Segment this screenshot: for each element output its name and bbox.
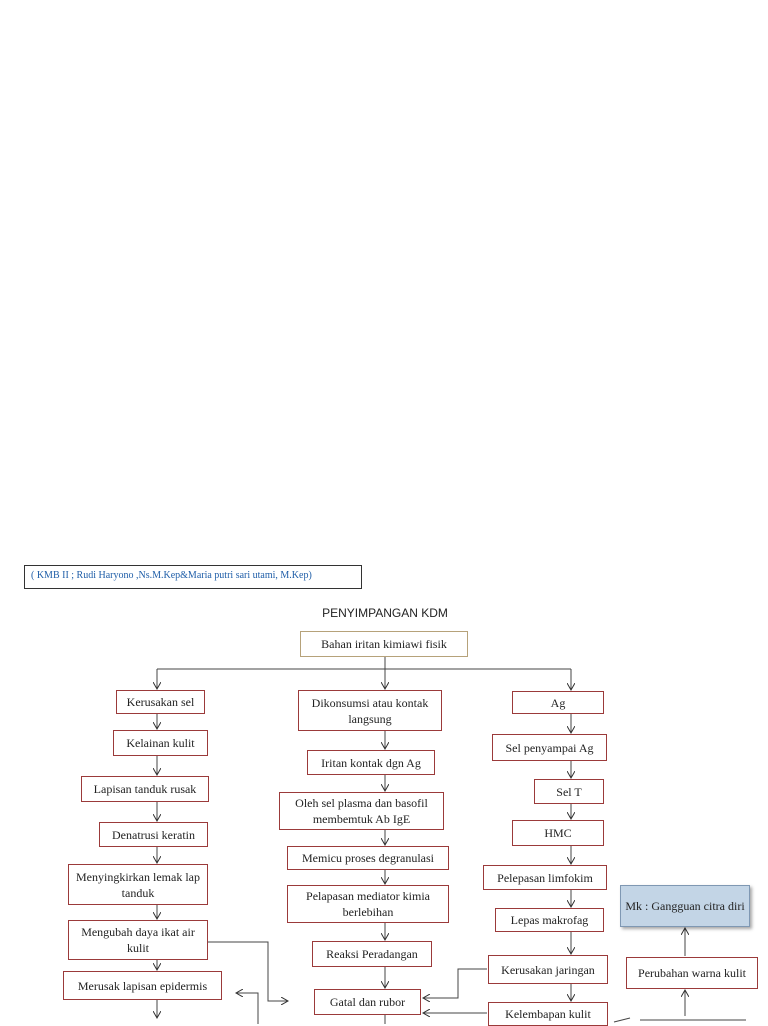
node-reaksi-peradangan: Reaksi Peradangan bbox=[312, 941, 432, 967]
node-menyingkirkan-lemak: Menyingkirkan lemak lap tanduk bbox=[68, 864, 208, 905]
arrow-jaringan-to-gatal bbox=[423, 968, 487, 998]
node-kelembapan-kulit: Kelembapan kulit bbox=[488, 1002, 608, 1026]
node-kelainan-kulit: Kelainan kulit bbox=[113, 730, 208, 756]
node-ag: Ag bbox=[512, 691, 604, 714]
node-lepas-makrofag: Lepas makrofag bbox=[495, 908, 604, 932]
node-oleh-sel-plasma: Oleh sel plasma dan basofil membemtuk Ab… bbox=[279, 792, 444, 830]
diagram-title: PENYIMPANGAN KDM bbox=[322, 606, 448, 620]
node-pelepasan-limfokim: Pelepasan limfokim bbox=[483, 865, 607, 890]
node-kerusakan-jaringan: Kerusakan jaringan bbox=[488, 955, 608, 984]
node-sel-t: Sel T bbox=[534, 779, 604, 804]
node-denatrusi-keratin: Denatrusi keratin bbox=[99, 822, 208, 847]
node-merusak-epidermis: Merusak lapisan epidermis bbox=[63, 971, 222, 1000]
node-mk-gangguan-citra-diri: Mk : Gangguan citra diri bbox=[620, 885, 750, 927]
node-kerusakan-sel: Kerusakan sel bbox=[116, 690, 205, 714]
node-iritan-kontak: Iritan kontak dgn Ag bbox=[307, 750, 435, 775]
arrow-mengubah-to-gatal bbox=[208, 941, 288, 1001]
node-pelepasan-mediator: Pelapasan mediator kimia berlebihan bbox=[287, 885, 449, 923]
arrow-to-merusak bbox=[236, 993, 259, 1024]
node-mengubah-daya-ikat: Mengubah daya ikat air kulit bbox=[68, 920, 208, 960]
node-memicu-degranulasi: Memicu proses degranulasi bbox=[287, 846, 449, 870]
node-lapisan-tanduk: Lapisan tanduk rusak bbox=[81, 776, 209, 802]
reference-citation: ( KMB II ; Rudi Haryono ,Ns.M.Kep&Maria … bbox=[24, 565, 362, 589]
node-gatal-rubor: Gatal dan rubor bbox=[314, 989, 421, 1015]
node-perubahan-warna-kulit: Perubahan warna kulit bbox=[626, 957, 758, 989]
node-hmc: HMC bbox=[512, 820, 604, 846]
tick-far-right bbox=[613, 1017, 631, 1023]
node-dikonsumsi: Dikonsumsi atau kontak langsung bbox=[298, 690, 442, 731]
node-bahan-iritan: Bahan iritan kimiawi fisik bbox=[300, 631, 468, 657]
node-sel-penyampai-ag: Sel penyampai Ag bbox=[492, 734, 607, 761]
